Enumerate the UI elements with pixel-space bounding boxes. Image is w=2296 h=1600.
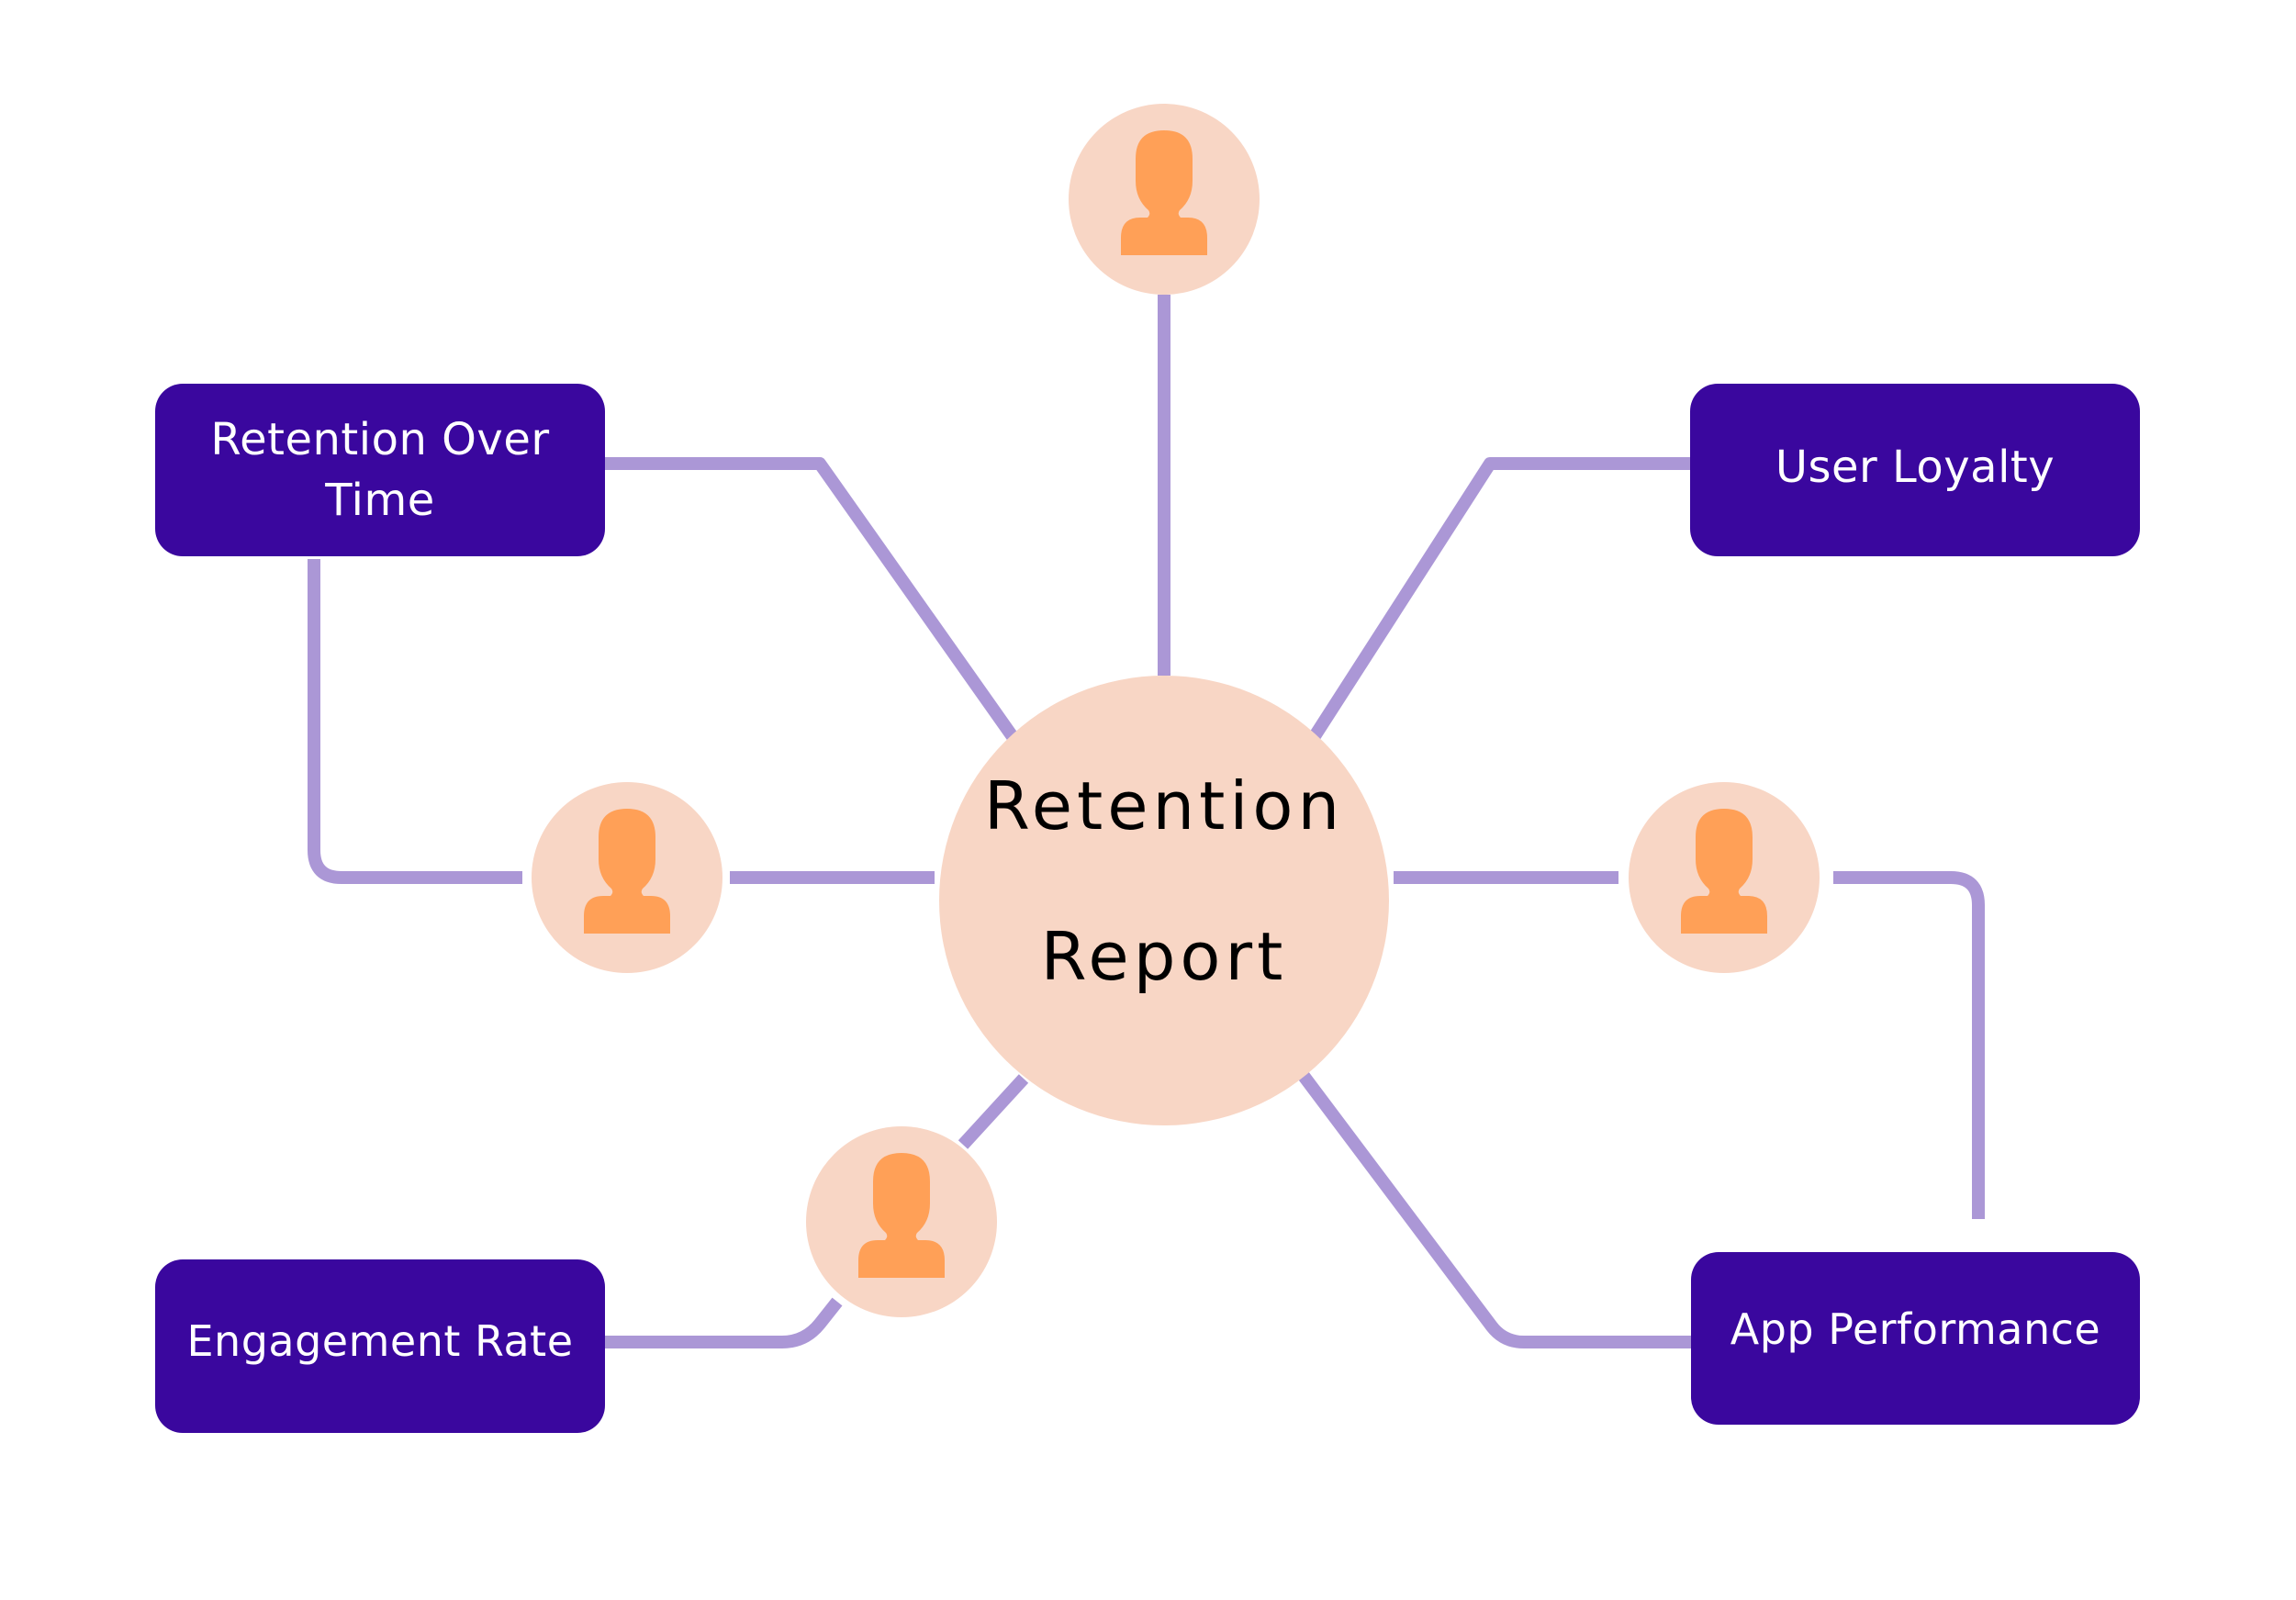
connector-bottom-left-person-to-engagement-rate bbox=[605, 1297, 843, 1348]
user-icon bbox=[1121, 130, 1207, 255]
center-title-line-1: Retention bbox=[983, 767, 1345, 845]
box-retention-over-time[interactable]: Retention Over Time bbox=[155, 384, 605, 556]
person-node-right[interactable] bbox=[1629, 782, 1820, 973]
connectors bbox=[308, 295, 1985, 1348]
connector-retention-over-time-to-left-person bbox=[308, 559, 522, 884]
user-icon bbox=[584, 809, 670, 934]
box-engagement-rate[interactable]: Engagement Rate bbox=[155, 1259, 605, 1433]
box-user-loyalty[interactable]: User Loyalty bbox=[1690, 384, 2140, 556]
center-title-line-2: Report bbox=[1040, 918, 1288, 995]
connector-right-person-to-app-performance bbox=[1833, 871, 1985, 1219]
box-label: User Loyalty bbox=[1775, 442, 2055, 493]
user-icon bbox=[858, 1153, 945, 1278]
box-label: Retention Over Time bbox=[210, 414, 550, 526]
person-node-left[interactable] bbox=[532, 782, 722, 973]
person-node-bottom-left[interactable] bbox=[806, 1126, 997, 1317]
box-label: App Performance bbox=[1730, 1304, 2101, 1354]
connector-retention-over-time-to-center bbox=[605, 457, 1019, 743]
center-circle[interactable] bbox=[939, 676, 1389, 1125]
connector-user-loyalty-to-center bbox=[1309, 457, 1690, 740]
center-title: Retention Report bbox=[939, 768, 1389, 994]
box-app-performance[interactable]: App Performance bbox=[1691, 1252, 2140, 1425]
connector-center-to-app-performance bbox=[1298, 1071, 1691, 1348]
box-label: Engagement Rate bbox=[186, 1315, 574, 1366]
person-node-top[interactable] bbox=[1069, 104, 1260, 295]
connector-center-to-bottom-left-person bbox=[958, 1074, 1029, 1149]
user-icon bbox=[1681, 809, 1767, 934]
